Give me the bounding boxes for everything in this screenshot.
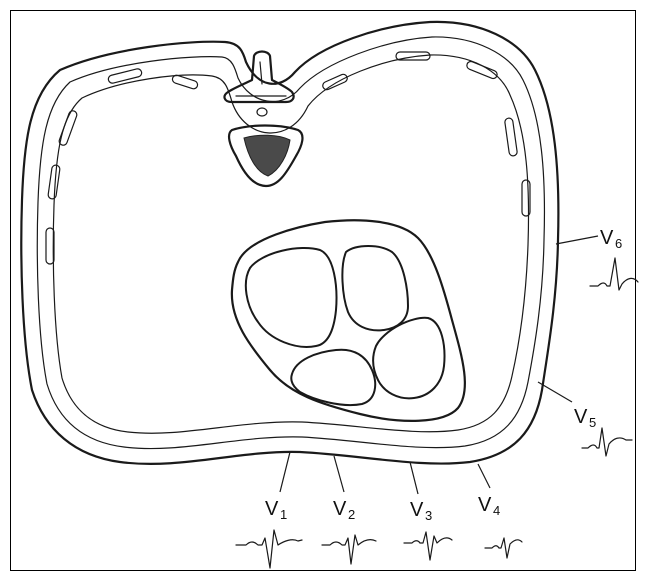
lead-line-v3	[410, 462, 418, 494]
spinous-process-core	[236, 62, 286, 96]
rib	[321, 73, 348, 91]
rib	[504, 118, 517, 157]
svg-text:V: V	[574, 406, 588, 428]
svg-text:V: V	[265, 498, 279, 520]
lead-label-v2: V 2	[333, 498, 355, 522]
rib	[171, 74, 198, 90]
lead-label-v5: V 5	[574, 406, 596, 430]
ecg-waveform-v5	[582, 428, 632, 456]
spinal-canal	[257, 108, 267, 116]
svg-text:3: 3	[425, 508, 432, 523]
lead-line-v1	[280, 452, 290, 492]
svg-text:4: 4	[493, 503, 500, 518]
heart-chamber-left-ventricle	[342, 246, 408, 330]
lead-line-v4	[478, 464, 490, 488]
svg-text:1: 1	[280, 507, 287, 522]
lead-line-v5	[538, 382, 572, 402]
lead-line-v6	[556, 236, 598, 244]
chest-inner-wall	[37, 37, 544, 449]
ribs	[46, 52, 530, 264]
vertebral-body-fill	[244, 135, 290, 176]
svg-text:2: 2	[348, 507, 355, 522]
svg-text:V: V	[410, 499, 424, 521]
heart-chamber-right-ventricle	[246, 248, 337, 347]
ecg-waveform-v6	[590, 258, 638, 290]
lead-label-v6: V 6	[600, 227, 622, 251]
rib	[108, 68, 143, 84]
lead-label-v4: V 4	[478, 494, 500, 518]
lead-label-v1: V 1	[265, 498, 287, 522]
svg-text:V: V	[478, 494, 492, 516]
ecg-waveform-v4	[485, 538, 522, 558]
svg-text:V: V	[333, 498, 347, 520]
ecg-waveform-v1	[236, 530, 302, 568]
spinous-process	[225, 52, 294, 103]
rib	[466, 60, 499, 79]
svg-text:6: 6	[615, 236, 622, 251]
ecg-waveform-v3	[404, 532, 452, 560]
chest-outer-wall	[21, 22, 558, 464]
svg-text:V: V	[600, 227, 614, 249]
svg-text:5: 5	[589, 415, 596, 430]
lead-label-v3: V 3	[410, 499, 432, 523]
ecg-waveform-v2	[322, 535, 376, 564]
lead-line-v2	[334, 456, 344, 492]
